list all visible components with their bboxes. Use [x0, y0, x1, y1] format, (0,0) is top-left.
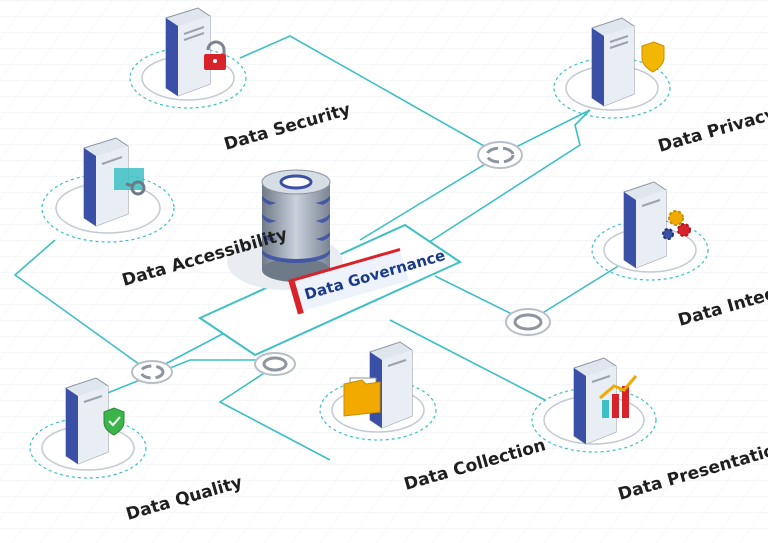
server-icon — [591, 17, 635, 107]
server-icon — [573, 357, 617, 445]
key-icon — [114, 168, 146, 196]
connector-quality — [89, 359, 275, 401]
sync-ring-left — [131, 360, 173, 384]
connector-collection — [218, 365, 331, 461]
gears-icon — [662, 210, 691, 240]
connector-presentation — [389, 319, 546, 401]
padlock-icon — [204, 40, 226, 70]
check-shield-icon — [103, 407, 125, 436]
ring-node-bottom — [254, 352, 296, 376]
ring-node-right — [505, 308, 551, 336]
database-icon — [261, 169, 331, 282]
connector-privacy — [419, 109, 591, 249]
server-icon — [83, 137, 129, 227]
folder-icon — [343, 377, 381, 417]
server-icon — [65, 377, 109, 465]
connector-accessibility — [13, 239, 231, 373]
bar-chart-icon — [599, 375, 638, 418]
connector-lines — [13, 35, 621, 461]
connector-security — [239, 35, 502, 241]
shield-icon — [641, 41, 665, 73]
sync-ring-top — [477, 141, 523, 169]
server-icon — [623, 181, 667, 269]
server-icon — [165, 7, 211, 97]
